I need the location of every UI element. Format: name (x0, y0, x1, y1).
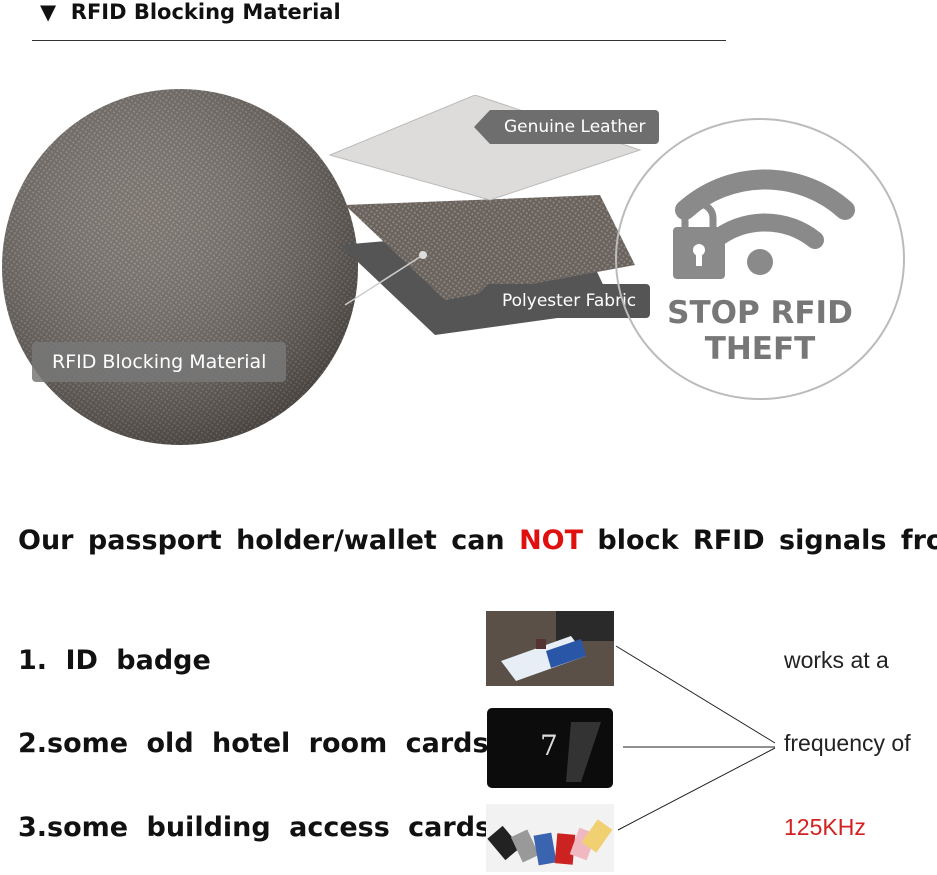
list-item: 3.some building access cards (18, 812, 492, 843)
badge-line-2: THEFT (704, 331, 816, 367)
fabric-closeup-image (2, 89, 358, 445)
stop-rfid-badge (615, 118, 905, 400)
frequency-value: 125KHz (784, 814, 866, 840)
badge-line-1: STOP RFID (667, 295, 853, 331)
rfid-layer (345, 195, 635, 300)
notice-heading: Our passport holder/wallet can NOT block… (18, 525, 937, 556)
stop-rfid-text: STOP RFID THEFT (615, 295, 905, 367)
frequency-line-2: frequency of (784, 730, 911, 756)
id-badge-image (486, 611, 614, 686)
list-item: 1. ID badge (18, 645, 211, 676)
triangle-down-icon: ▼ (40, 0, 57, 24)
section-title: RFID Blocking Material (70, 0, 341, 24)
svg-text:7: 7 (540, 729, 558, 762)
section-header: ▼ RFID Blocking Material (40, 0, 341, 24)
hotel-card-image: 7 (487, 708, 613, 788)
notice-highlight: NOT (519, 525, 584, 556)
connector-lines (615, 645, 776, 831)
wifi-lock-icon (673, 169, 855, 279)
frequency-line-1: works at a (784, 647, 889, 673)
list-item: 2.some old hotel room cards (18, 728, 489, 759)
access-cards-image (486, 804, 614, 872)
rfid-material-label: RFID Blocking Material (32, 342, 287, 382)
genuine-leather-label: Genuine Leather (474, 110, 660, 144)
header-divider (32, 40, 726, 41)
notice-suffix: block RFID signals from (583, 525, 937, 556)
leather-layer (328, 95, 642, 201)
notice-prefix: Our passport holder/wallet can (18, 525, 520, 556)
